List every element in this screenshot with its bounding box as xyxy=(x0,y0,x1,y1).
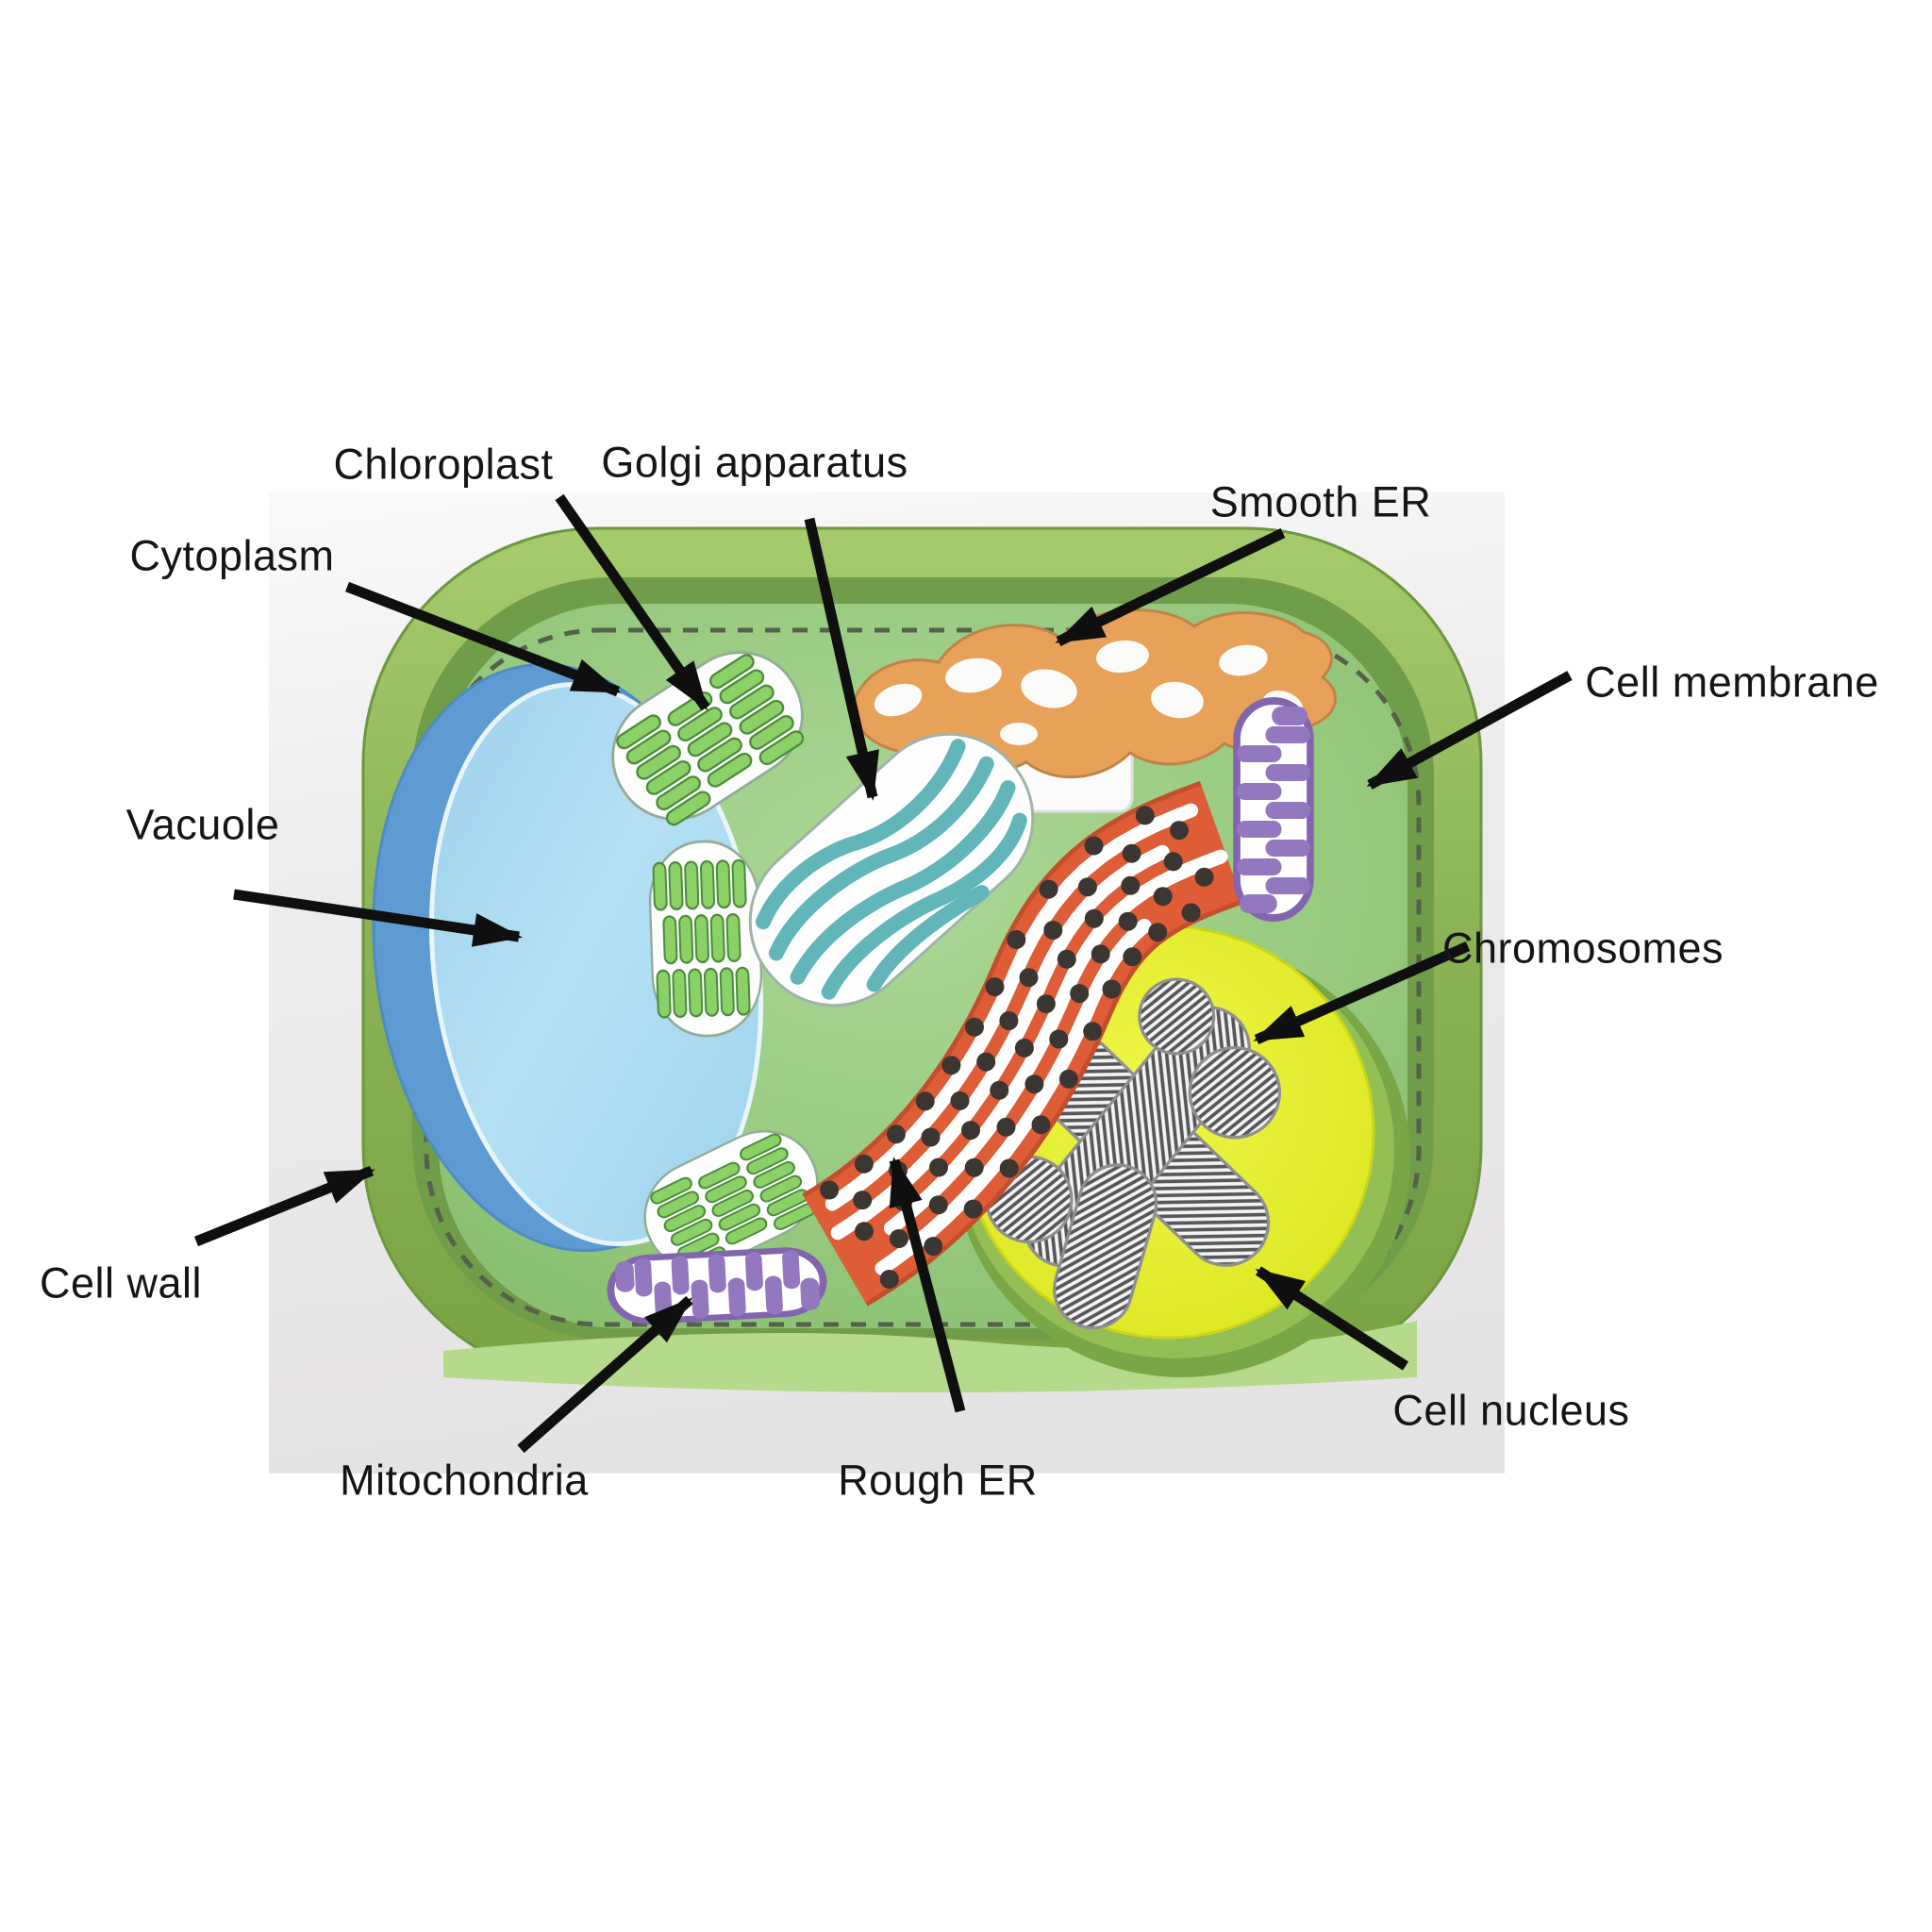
arrow-rough-er xyxy=(889,1157,966,1413)
arrow-vacuole xyxy=(233,889,523,947)
arrow-cell-nucleus xyxy=(1255,1266,1408,1371)
arrow-chromosomes xyxy=(1253,941,1471,1045)
chromosomes xyxy=(985,977,1282,1330)
arrow-chloroplast xyxy=(555,493,710,711)
label-rough-er: Rough ER xyxy=(838,1456,1038,1505)
label-chloroplast: Chloroplast xyxy=(333,440,554,489)
label-smooth-er: Smooth ER xyxy=(1209,477,1432,526)
label-vacuole: Vacuole xyxy=(125,800,280,849)
arrow-mitochondria xyxy=(517,1295,693,1454)
arrow-cell-membrane xyxy=(1366,671,1573,790)
arrow-smooth-er xyxy=(1055,528,1286,646)
label-cell-wall: Cell wall xyxy=(39,1258,203,1307)
rough-er xyxy=(801,780,1244,1307)
label-golgi: Golgi apparatus xyxy=(601,438,908,487)
leader-arrows xyxy=(193,493,1573,1454)
label-cytoplasm: Cytoplasm xyxy=(129,531,335,580)
arrow-golgi xyxy=(804,517,879,801)
label-mitochondria: Mitochondria xyxy=(340,1456,589,1505)
label-chromosomes: Chromosomes xyxy=(1441,924,1724,973)
golgi-apparatus xyxy=(748,732,1035,1008)
label-cell-nucleus: Cell nucleus xyxy=(1392,1386,1630,1435)
label-cell-membrane: Cell membrane xyxy=(1585,658,1879,707)
arrow-cytoplasm xyxy=(345,581,622,697)
arrow-cell-wall xyxy=(193,1165,375,1247)
